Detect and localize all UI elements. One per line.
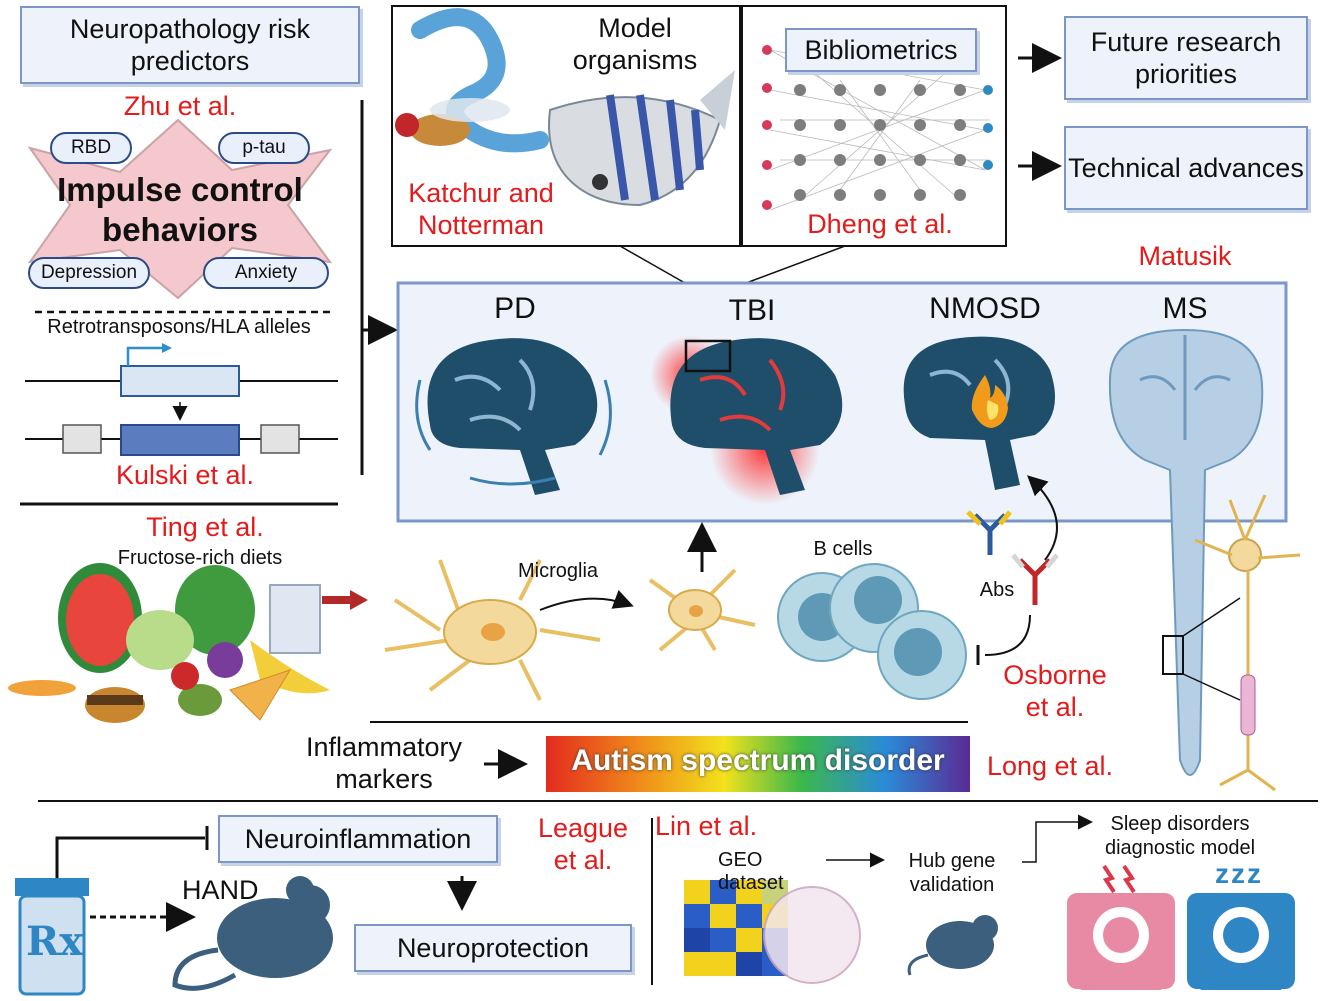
sleep-person-icon-right	[1187, 893, 1295, 990]
zzz-label: zzz	[1215, 858, 1263, 889]
depression-pill: Depression	[28, 257, 150, 289]
abs-label: Abs	[979, 579, 1015, 601]
b-cells-icon	[777, 563, 967, 700]
ting-citation: Ting et al.	[146, 512, 264, 542]
impulse-star-shape	[27, 118, 333, 300]
lin-citation: Lin et al.	[655, 811, 758, 841]
asd-label: Autism spectrum disorder	[571, 744, 945, 777]
food-pile-icon	[8, 563, 330, 723]
tbi-brain-icon	[670, 338, 843, 495]
asd-rainbow-bar	[546, 736, 970, 792]
future-research-label: Future research priorities	[1090, 27, 1282, 89]
risk-predictors-header: Neuropathology risk predictors	[20, 6, 360, 84]
rbd-pill: RBD	[50, 132, 132, 164]
osborne-citation: Osborne et al.	[1003, 660, 1107, 722]
ms-zoom-box	[1162, 635, 1184, 675]
worm-icon	[411, 8, 549, 153]
technical-advances-label: Technical advances	[1068, 153, 1304, 183]
nmosd-label: NMOSD	[929, 292, 1041, 325]
neuroprotection-label: Neuroprotection	[396, 933, 590, 963]
dheng-citation: Dheng et al.	[807, 209, 953, 239]
inflammatory-markers-label: Inflammatory markers	[305, 732, 463, 794]
neuroinflammation-box: Neuroinflammation	[218, 815, 498, 863]
hub-gene-label: Hub gene validation	[908, 850, 996, 896]
ptau-pill: p-tau	[218, 132, 310, 164]
microglia-cell-small	[648, 568, 756, 652]
tbi-zoom-box	[684, 339, 732, 373]
gene-box-top	[120, 365, 240, 397]
bibliometrics-text: Bibliometrics	[804, 35, 958, 65]
kulski-citation: Kulski et al.	[115, 460, 255, 490]
microglia-cell-large	[384, 559, 601, 701]
zebrafish-icon	[548, 70, 735, 207]
risk-header-label: Neuropathology risk predictors	[69, 14, 311, 76]
future-research-box: Future research priorities	[1064, 16, 1308, 100]
geo-dataset-label: GEO dataset	[718, 849, 784, 894]
model-organisms-title: Model organisms	[572, 13, 698, 75]
tbi-label: TBI	[728, 294, 776, 327]
katchur-citation: Katchur and Notterman	[408, 178, 554, 240]
technical-advances-box: Technical advances	[1064, 126, 1308, 210]
microglia-label: Microglia	[517, 560, 599, 582]
matusik-citation: Matusik	[1138, 241, 1232, 271]
fly-icon	[395, 98, 510, 146]
neuroprotection-box: Neuroprotection	[354, 924, 632, 972]
neuron-icon	[1194, 494, 1301, 792]
ms-brain-spinal-icon	[1108, 328, 1264, 776]
mouse-icon-small	[907, 915, 998, 976]
chord-diagram-icon	[763, 886, 861, 984]
league-citation: League et al.	[537, 813, 629, 875]
sleep-person-icon-left	[1067, 864, 1175, 990]
long-citation: Long et al.	[986, 751, 1114, 781]
sleep-model-label: Sleep disorders diagnostic model	[1104, 813, 1256, 859]
ms-label: MS	[1162, 292, 1208, 325]
retrotransposons-label: Retrotransposons/HLA alleles	[47, 316, 311, 338]
zhu-citation: Zhu et al.	[123, 91, 237, 121]
network-nodes	[794, 84, 966, 201]
pd-brain-icon	[415, 338, 612, 495]
b-cells-label: B cells	[813, 538, 873, 560]
impulse-control-label: Impulse control behaviors	[57, 171, 303, 248]
mouse-icon-large	[172, 876, 333, 991]
anxiety-pill: Anxiety	[203, 257, 329, 289]
bibliometrics-label: Bibliometrics	[785, 28, 977, 72]
rx-bottle-icon	[15, 878, 89, 996]
antibody-icon	[966, 510, 1059, 605]
hand-label: HAND	[182, 875, 259, 905]
rx-label: Rx	[26, 918, 84, 965]
neuroinflammation-label: Neuroinflammation	[244, 824, 472, 854]
promoter-arrow	[126, 346, 168, 366]
fructose-label: Fructose-rich diets	[117, 547, 283, 569]
pd-label: PD	[494, 292, 536, 325]
gene-box-bottom	[120, 424, 240, 456]
